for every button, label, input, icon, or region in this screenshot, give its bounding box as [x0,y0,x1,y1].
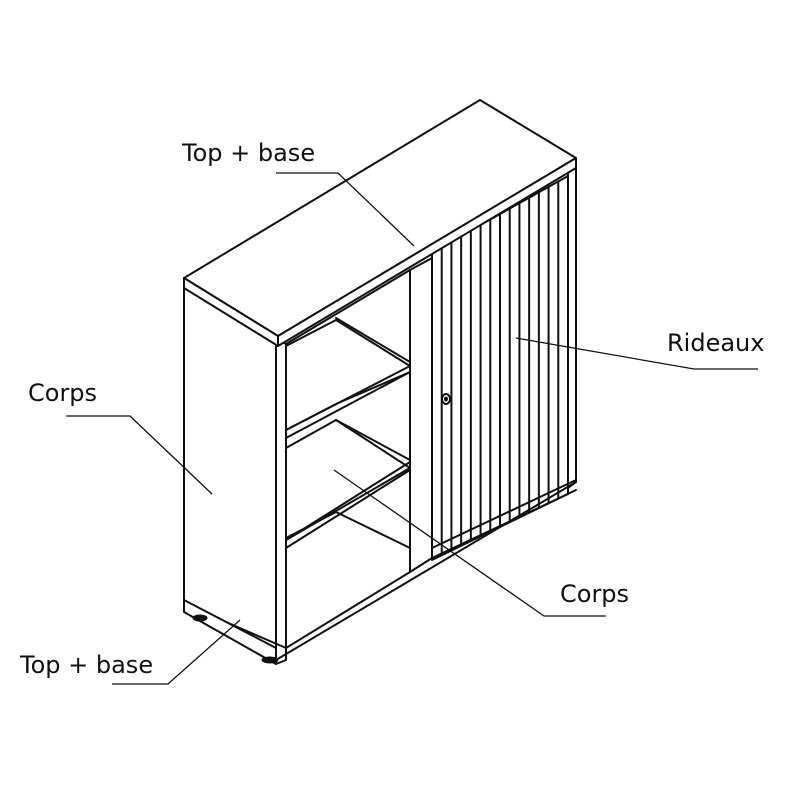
foot-left [192,614,208,622]
leader-rideaux [515,337,758,370]
label-corps-left: Corps [28,379,98,407]
label-rideaux: Rideaux [667,329,765,357]
leader-top-upper [276,172,415,247]
right-side-panel [567,165,577,489]
top-side-edge [277,157,577,347]
foot-front [261,656,279,664]
label-top-base-upper: Top + base [182,139,316,167]
leader-corps-right [333,469,606,617]
label-top-base-lower: Top + base [20,651,154,679]
leader-top-lower [112,619,241,685]
label-corps-right: Corps [560,580,630,608]
leader-corps-left [66,415,213,495]
tambour-slats [440,180,560,555]
